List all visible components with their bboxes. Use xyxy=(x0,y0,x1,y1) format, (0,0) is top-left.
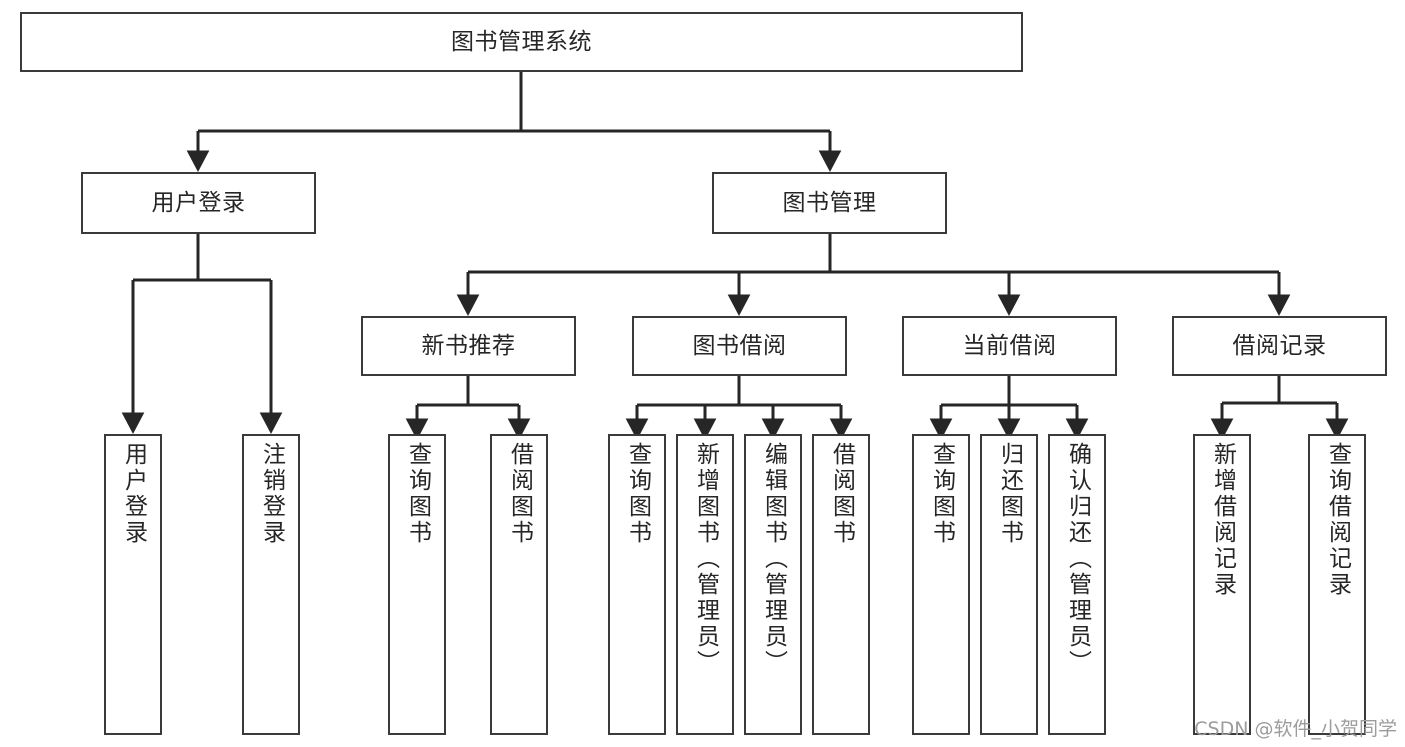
leaf-label: 用户登录 xyxy=(120,442,147,546)
leaf-label: 归还图书 xyxy=(996,442,1023,546)
node-root-label: 图书管理系统 xyxy=(451,28,592,55)
node-current-borrow-label: 当前借阅 xyxy=(962,332,1057,359)
leaf-borrow-query-book[interactable]: 查询图书 xyxy=(608,434,666,735)
watermark: CSDN @软件_小贺同学 xyxy=(1194,718,1397,740)
node-root[interactable]: 图书管理系统 xyxy=(20,12,1023,72)
leaf-label: 查询图书 xyxy=(928,442,955,546)
leaf-borrow-edit-book[interactable]: 编辑图书（管理员） xyxy=(744,434,802,735)
leaf-label: 查询图书 xyxy=(624,442,651,546)
leaf-new-book-query[interactable]: 查询图书 xyxy=(388,434,446,735)
leaf-label: 查询借阅记录 xyxy=(1324,442,1351,598)
leaf-borrow-borrow-book[interactable]: 借阅图书 xyxy=(812,434,870,735)
leaf-user-login-login[interactable]: 用户登录 xyxy=(104,434,162,735)
node-new-book-recommend-label: 新书推荐 xyxy=(421,332,516,359)
leaf-label: 确认归还（管理员） xyxy=(1064,442,1091,676)
leaf-label: 新增借阅记录 xyxy=(1209,442,1236,598)
leaf-current-confirm-return[interactable]: 确认归还（管理员） xyxy=(1048,434,1106,735)
leaf-user-login-logout[interactable]: 注销登录 xyxy=(242,434,300,735)
node-book-borrow-label: 图书借阅 xyxy=(692,332,787,359)
leaf-record-query-record[interactable]: 查询借阅记录 xyxy=(1308,434,1366,735)
leaf-label: 借阅图书 xyxy=(828,442,855,546)
leaf-label: 编辑图书（管理员） xyxy=(760,442,787,676)
leaf-label: 注销登录 xyxy=(258,442,285,546)
leaf-label: 新增图书（管理员） xyxy=(692,442,719,676)
node-book-borrow[interactable]: 图书借阅 xyxy=(632,316,847,376)
node-borrow-record-label: 借阅记录 xyxy=(1232,332,1327,359)
leaf-record-add-record[interactable]: 新增借阅记录 xyxy=(1193,434,1251,735)
leaf-label: 借阅图书 xyxy=(506,442,533,546)
node-book-management-label: 图书管理 xyxy=(782,189,877,216)
node-new-book-recommend[interactable]: 新书推荐 xyxy=(361,316,576,376)
leaf-current-return-book[interactable]: 归还图书 xyxy=(980,434,1038,735)
node-borrow-record[interactable]: 借阅记录 xyxy=(1172,316,1387,376)
node-user-login[interactable]: 用户登录 xyxy=(81,172,316,234)
leaf-current-query-book[interactable]: 查询图书 xyxy=(912,434,970,735)
leaf-borrow-add-book[interactable]: 新增图书（管理员） xyxy=(676,434,734,735)
leaf-new-book-borrow[interactable]: 借阅图书 xyxy=(490,434,548,735)
leaf-label: 查询图书 xyxy=(404,442,431,546)
node-book-management[interactable]: 图书管理 xyxy=(712,172,947,234)
node-user-login-label: 用户登录 xyxy=(151,189,246,216)
node-current-borrow[interactable]: 当前借阅 xyxy=(902,316,1117,376)
